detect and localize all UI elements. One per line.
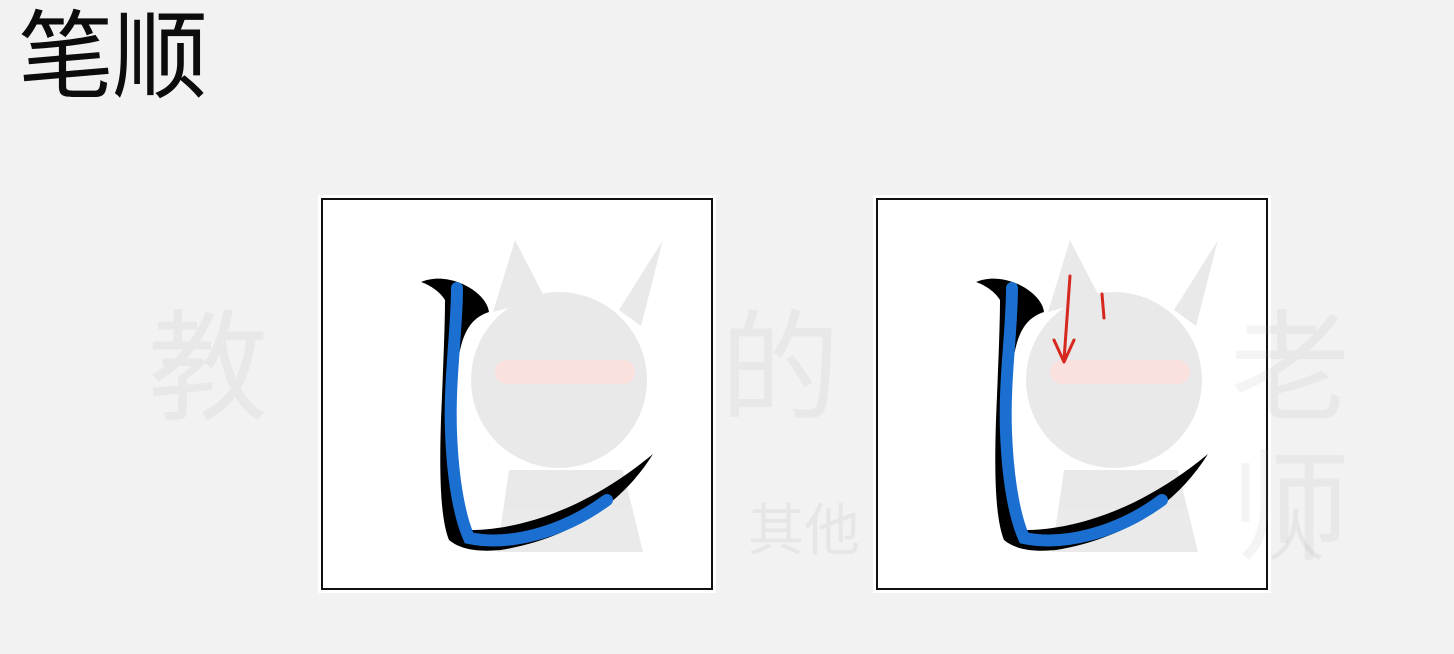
- watermark-text: 其他: [748, 499, 860, 564]
- page-title: 笔顺: [18, 1, 208, 113]
- watermark-text: 人: [1268, 505, 1324, 570]
- watermark-text: 教: [148, 300, 268, 439]
- stroke-fill: [999, 282, 1168, 547]
- stroke-fill: [444, 282, 613, 547]
- stroke-diagram-right: [976, 240, 1218, 552]
- stroke-card-left: [321, 198, 713, 590]
- stroke-diagram-left: [421, 240, 663, 552]
- watermark-mascot-right: [1026, 240, 1218, 552]
- watermark-text: 的: [720, 300, 840, 439]
- direction-arrow-icon: [1052, 274, 1106, 364]
- stroke-card-right: [876, 198, 1268, 590]
- watermark-mascot-left: [471, 240, 663, 552]
